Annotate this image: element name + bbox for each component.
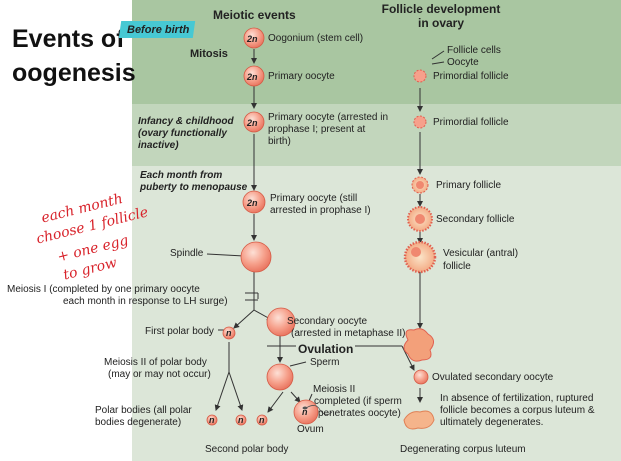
slide-title-line2: oogenesis (12, 59, 136, 87)
primary-arrested-line1: Primary oocyte (arrested in (268, 112, 389, 123)
ovum-label: Ovum (297, 424, 324, 435)
vesicular-follicle-line1: Vesicular (antral) (443, 248, 519, 259)
absence-fertilization-line3: ultimately degenerates. (440, 417, 544, 428)
ovum-cell (293, 399, 319, 425)
arrow-to-ovum (290, 391, 301, 403)
infancy-band (132, 104, 621, 166)
secondary-oocyte-sperm-cell (266, 363, 294, 391)
infancy-label-line1: Infancy & childhood (138, 116, 234, 127)
ploidy-polar-c: n (259, 415, 265, 425)
primary-still-line2: arrested in prophase I) (270, 205, 371, 216)
mitosis-label: Mitosis (190, 48, 228, 60)
corpus-luteum-shape (403, 410, 435, 430)
primary-arrested-line2: prophase I; present at (268, 124, 366, 135)
absence-fertilization-line2: follicle becomes a corpus luteum & (440, 405, 595, 416)
meiosis1-line1: Meiosis I (completed by one primary oocy… (7, 284, 200, 295)
spindle-label: Spindle (170, 248, 204, 259)
sperm-pointer (289, 361, 307, 367)
first-polar-body-label: First polar body (145, 326, 214, 337)
secondary-oocyte-line1: Secondary oocyte (287, 316, 368, 327)
arrow-to-first-polar (233, 309, 255, 329)
meiosis2-completed-line1: Meiosis II (313, 384, 356, 395)
primary-arrested-line3: birth) (268, 136, 291, 147)
infancy-label-line2: (ovary functionally (138, 128, 227, 139)
oogonium-cell (243, 27, 265, 49)
primary-oocyte-arrested-cell (243, 111, 265, 133)
before-birth-label: Before birth (127, 24, 190, 36)
meiosis2-polar-line1: Meiosis II of polar body (104, 357, 207, 368)
polar-bodies-line2: bodies degenerate) (95, 417, 182, 428)
secondary-oocyte-cell (266, 307, 296, 337)
meiosis2-polar-line2: (may or may not occur) (108, 369, 211, 380)
puberty-band (132, 166, 621, 461)
ploidy-arrested: 2n (247, 118, 258, 128)
vesicular-follicle-shape (403, 240, 437, 274)
month-label-line2: puberty to menopause (140, 182, 248, 193)
primordial-follicle-shape (413, 69, 427, 83)
ploidy-polar-b: n (238, 415, 244, 425)
ploidy-first-polar: n (226, 328, 232, 338)
ruptured-follicle-shape (403, 328, 434, 362)
primary-oocyte-cell (243, 65, 265, 87)
ovulation-label: Ovulation (296, 342, 356, 356)
second-polar-body-label: Second polar body (205, 444, 289, 455)
meiosis2-completed-line3: penetrates oocyte) (318, 408, 401, 419)
arrow-polar-right (228, 371, 244, 411)
ploidy-still: 2n (247, 198, 258, 208)
primordial-follicle-2-label: Primordial follicle (433, 117, 509, 128)
secondary-follicle-label: Secondary follicle (436, 214, 515, 225)
infancy-label-line3: inactive) (138, 140, 179, 151)
ovulated-oocyte-label: Ovulated secondary oocyte (432, 372, 554, 383)
ploidy-oogonium: 2n (247, 34, 258, 44)
primordial-follicle-label: Primordial follicle (433, 71, 509, 82)
primary-oocyte-label: Primary oocyte (268, 71, 335, 82)
meiosis2-completed-line2: completed (if sperm (314, 396, 402, 407)
absence-fertilization-line1: In absence of fertilization, ruptured (440, 393, 594, 404)
sperm-tail (305, 405, 333, 415)
oocyte-label: Oocyte (447, 57, 479, 68)
ploidy-ovum: n (302, 407, 308, 417)
primary-follicle-label: Primary follicle (436, 180, 502, 191)
spindle-cell (240, 241, 272, 273)
ovulated-oocyte-shape (413, 369, 429, 385)
polar-body-b (235, 414, 247, 426)
primary-still-line1: Primary oocyte (still (270, 193, 358, 204)
secondary-oocyte-line2: (arrested in metaphase II) (291, 328, 406, 339)
primordial-follicle-2-shape (413, 115, 427, 129)
ploidy-polar-a: n (209, 415, 215, 425)
follicle-development-header-line2: in ovary (417, 16, 465, 30)
polar-bodies-line1: Polar bodies (all polar (95, 405, 192, 416)
month-label-line1: Each month from (140, 170, 223, 181)
follicle-development-header-line1: Follicle development (381, 2, 501, 16)
arrow-to-second-polar (267, 391, 284, 413)
meiotic-events-header: Meiotic events (213, 8, 296, 22)
meiosis1-line2: each month in response to LH surge) (63, 296, 228, 307)
first-polar-body-cell (222, 326, 236, 340)
polar-body-a (206, 414, 218, 426)
spindle-pointer (206, 253, 245, 257)
polar-body-c (256, 414, 268, 426)
before-birth-band (132, 0, 621, 104)
arrow-polar-left (214, 371, 230, 411)
sperm-label: Sperm (310, 357, 340, 368)
follicle-cells-label: Follicle cells (447, 45, 501, 56)
ploidy-primary: 2n (247, 72, 258, 82)
primary-oocyte-still-cell (242, 190, 266, 214)
slide-title-line1: Events of (12, 25, 125, 53)
vesicular-follicle-line2: follicle (443, 261, 471, 272)
oogonium-label: Oogonium (stem cell) (268, 33, 364, 44)
degenerating-corpus-luteum-label: Degenerating corpus luteum (400, 444, 526, 455)
